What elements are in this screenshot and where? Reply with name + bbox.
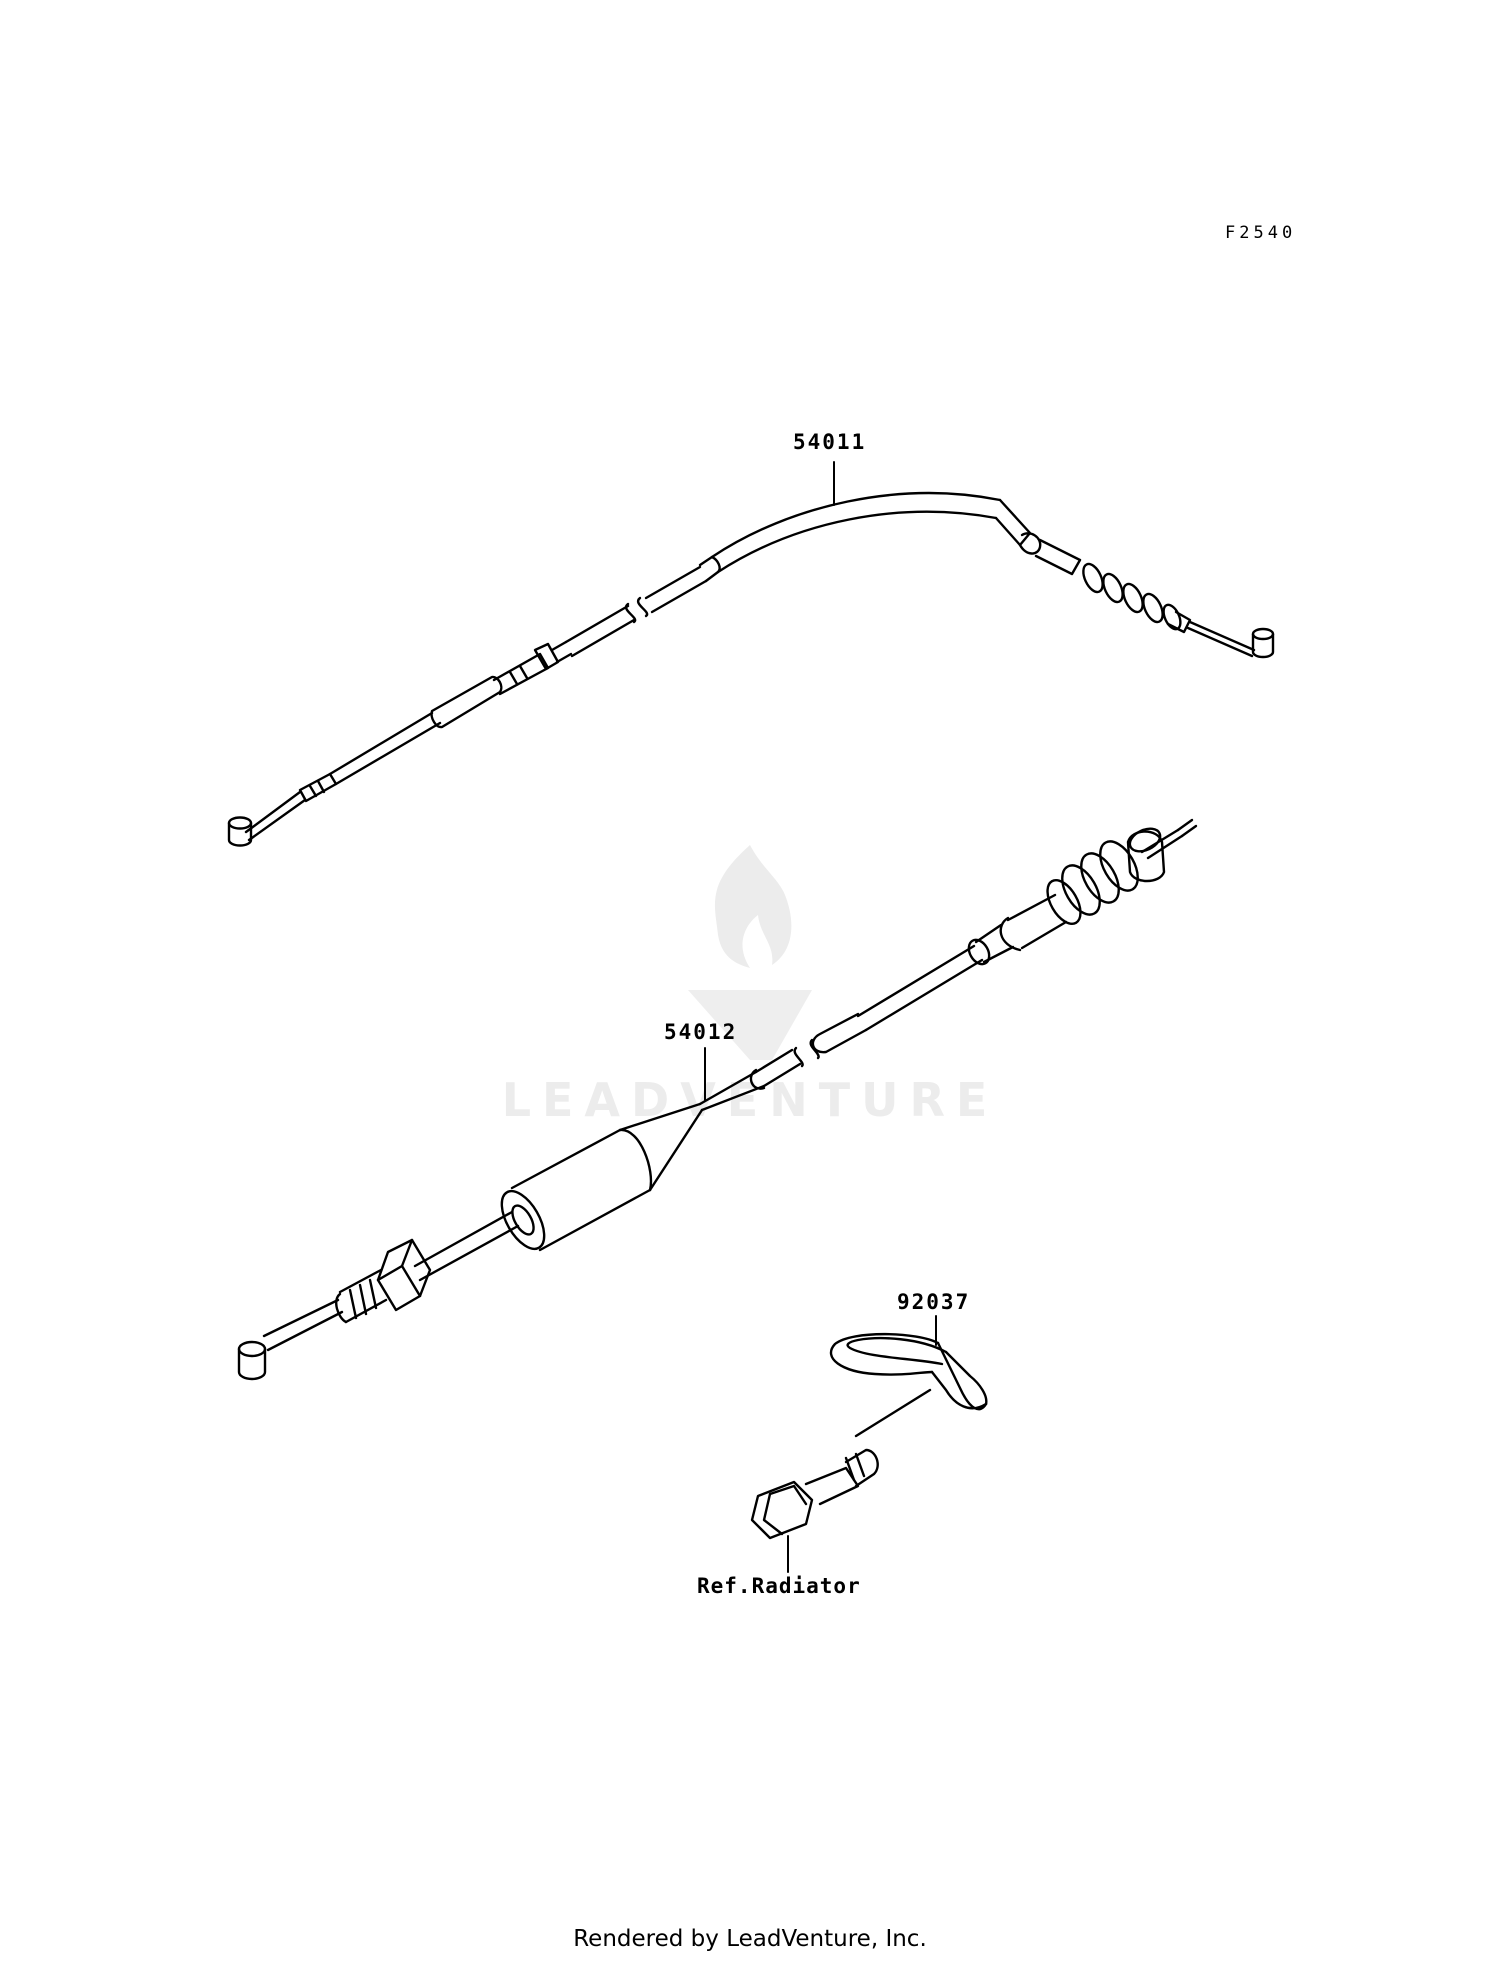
part-label-54012[interactable]: 54012 [664,1020,738,1044]
clutch-cable-drawing [227,491,1275,847]
v-mark-icon [688,990,812,1060]
throttle-cable-drawing [237,818,1198,1381]
clamp-drawing [829,1332,988,1438]
bolt-drawing [750,1448,879,1540]
reference-label: Ref.Radiator [697,1574,861,1598]
flame-icon [714,845,792,968]
figure-code: F2540 [1225,223,1297,243]
watermark-text: LEADVENTURE [501,1073,999,1127]
footer-credit: Rendered by LeadVenture, Inc. [573,1926,927,1952]
leader-lines [704,461,937,1573]
part-label-54011[interactable]: 54011 [793,430,867,454]
part-label-92037[interactable]: 92037 [897,1290,971,1314]
